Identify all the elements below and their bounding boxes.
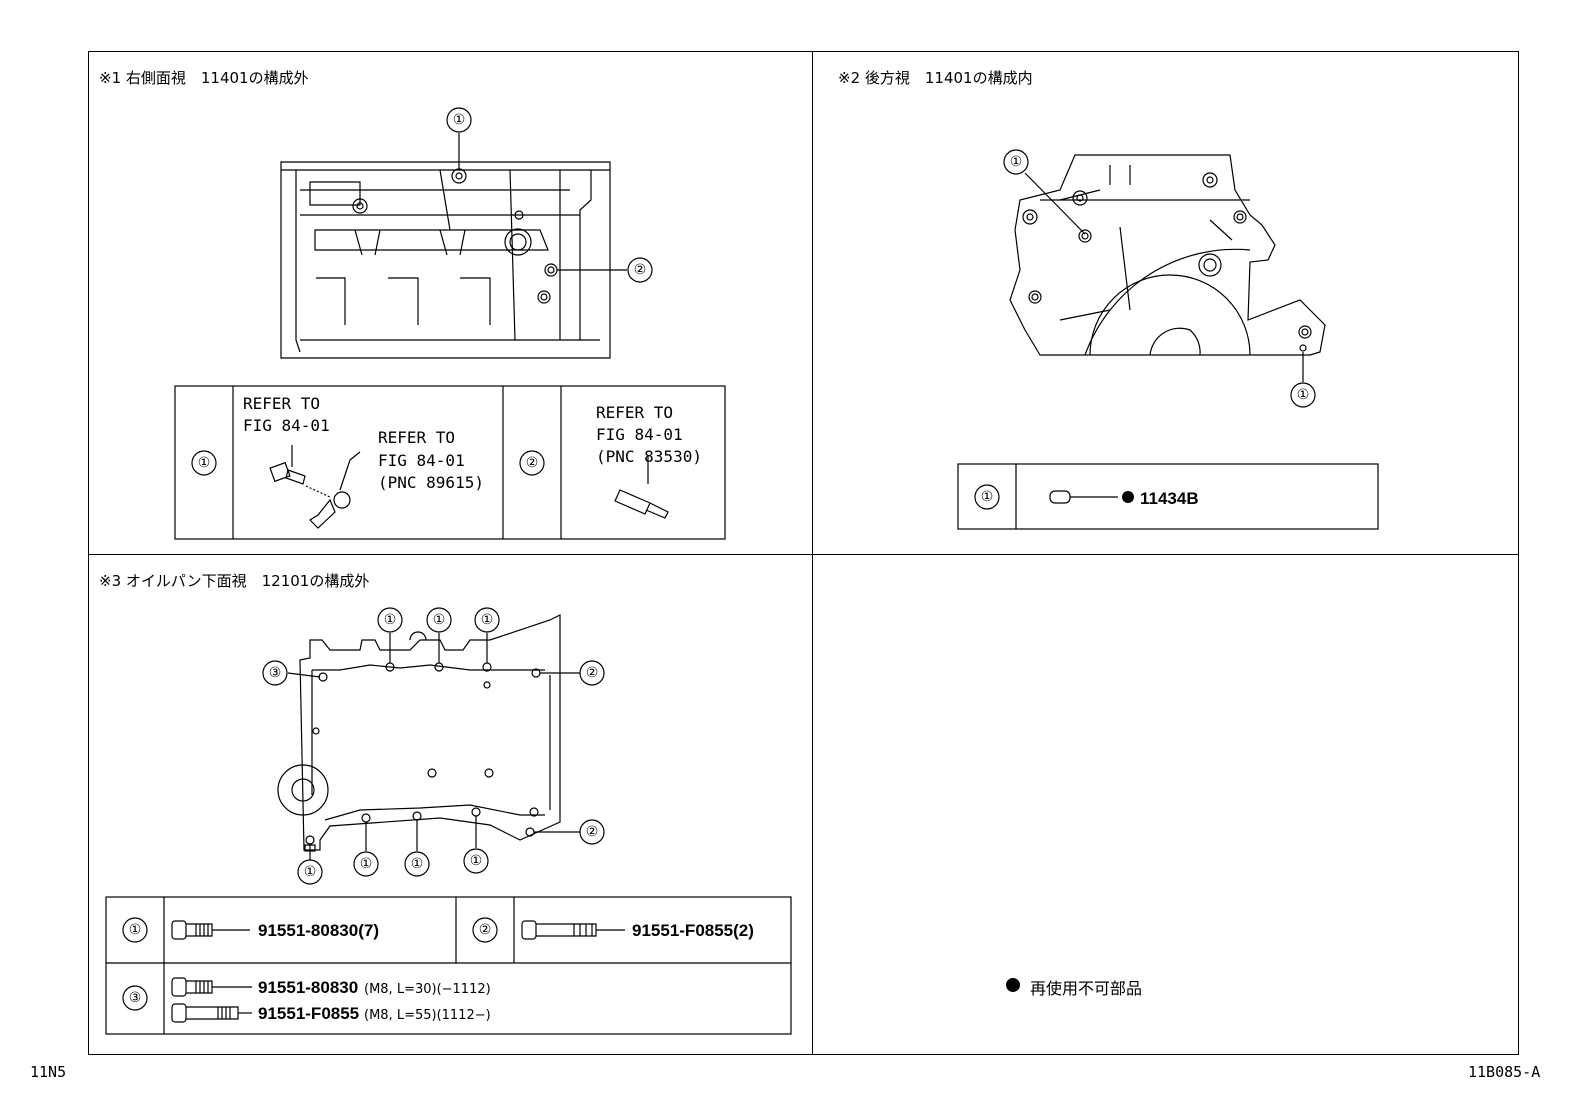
callout-1: ①: [1297, 387, 1310, 403]
p3-callout-circles: [262, 607, 605, 885]
callout-1: ①: [433, 612, 446, 628]
panel-divider-vertical: [812, 51, 813, 1055]
callout-1: ①: [981, 489, 994, 505]
p2-parts-table: [957, 463, 1379, 530]
p1-ref-c-line2: FIG 84-01: [596, 425, 683, 444]
non-reusable-marker: [1122, 491, 1134, 503]
p1-callout-circles: [446, 107, 653, 283]
panel-1-title: ※1 右側面視 11401の構成外: [99, 69, 309, 87]
engine-block-side-view: [280, 161, 611, 359]
p3-leaders: [287, 633, 580, 860]
p1-ref-b-line1: REFER TO: [378, 428, 455, 447]
callout-1: ①: [470, 853, 483, 869]
p3-parts-table: [105, 896, 792, 1035]
p2-leaders: [1024, 172, 1304, 382]
p1-leaders: [458, 133, 627, 271]
legend-marker: [1006, 978, 1020, 992]
callout-1: ①: [411, 856, 424, 872]
footer-left-code: 11N5: [30, 1063, 67, 1081]
callout-1: ①: [1010, 154, 1023, 170]
callout-2: ②: [526, 455, 539, 471]
callout-2: ②: [586, 665, 599, 681]
p1-ref-a-line2: FIG 84-01: [243, 416, 330, 435]
callout-1: ①: [304, 864, 317, 880]
p1-ref-b-line2: FIG 84-01: [378, 451, 465, 470]
engine-block-rear-view: [1009, 154, 1326, 356]
callout-1: ①: [198, 455, 211, 471]
p3-r1-part: 91551-80830(7): [258, 921, 379, 940]
p1-ref-b-line3: (PNC 89615): [378, 473, 484, 492]
callout-2: ②: [634, 262, 647, 278]
panel-divider-horizontal: [88, 554, 1519, 555]
callout-1: ①: [453, 112, 466, 128]
p2-part-number: 11434B: [1140, 489, 1199, 508]
diagram-frame: [88, 51, 1519, 1055]
p1-ref-a-line1: REFER TO: [243, 394, 320, 413]
callout-1: ①: [129, 922, 142, 938]
callout-3: ③: [269, 665, 282, 681]
callout-1: ①: [384, 612, 397, 628]
callout-3: ③: [129, 990, 142, 1006]
callout-2: ②: [479, 922, 492, 938]
panel-3-title: ※3 オイルパン下面視 12101の構成外: [99, 572, 370, 590]
legend-text: 再使用不可部品: [1030, 979, 1143, 998]
p1-ref-c-line3: (PNC 83530): [596, 447, 702, 466]
callout-1: ①: [360, 856, 373, 872]
callout-1: ①: [481, 612, 494, 628]
p3-r3a-part: 91551-80830: [258, 978, 358, 997]
p3-r3b-part: 91551-F0855: [258, 1004, 359, 1023]
panel-2-title: ※2 後方視 11401の構成内: [838, 69, 1033, 87]
callout-2: ②: [586, 824, 599, 840]
oil-pan-bottom-view: [277, 614, 561, 852]
p3-r3b-spec: (M8, L=55)(1112−): [364, 1008, 491, 1023]
p1-parts-table: [174, 385, 726, 540]
p1-ref-c-line1: REFER TO: [596, 403, 673, 422]
p2-callout-circles: [1003, 149, 1316, 408]
footer-right-code: 11B085-A: [1468, 1063, 1541, 1081]
p3-r3a-spec: (M8, L=30)(−1112): [364, 982, 491, 997]
p3-r2-part: 91551-F0855(2): [632, 921, 754, 940]
